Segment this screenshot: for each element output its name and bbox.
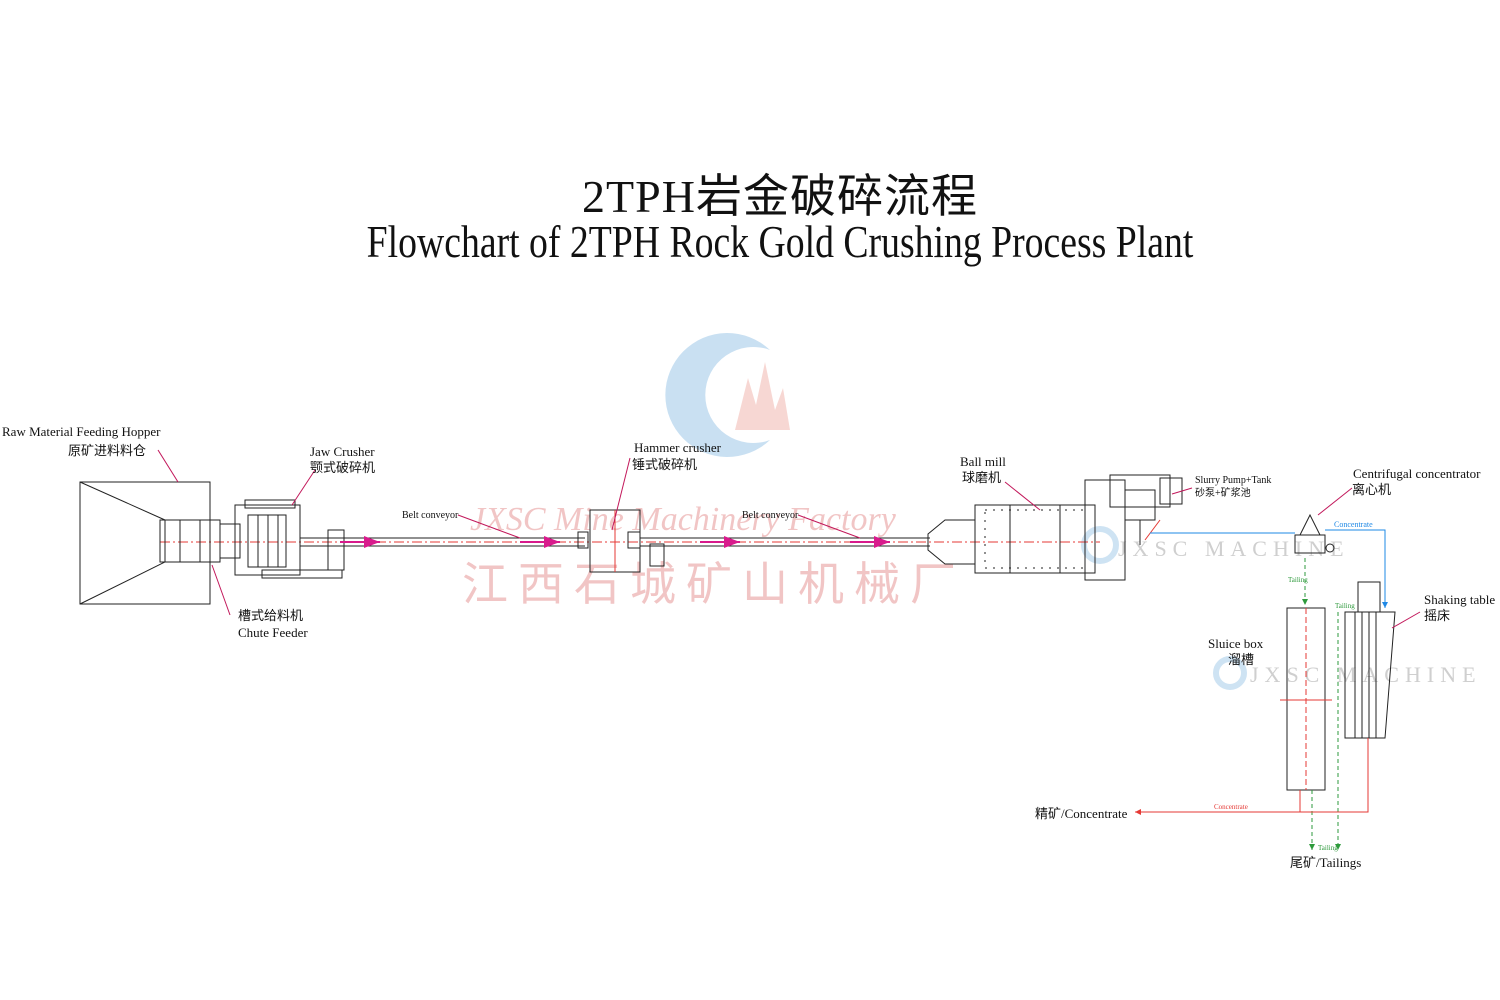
leader-lines xyxy=(157,449,1421,629)
label-sluice-box-en: Sluice box xyxy=(1208,636,1264,651)
ball-mill xyxy=(927,474,1183,581)
label-sluice-box-zh: 溜槽 xyxy=(1228,652,1254,667)
label-shaking-table-en: Shaking table xyxy=(1424,592,1495,607)
sluice-box xyxy=(1280,607,1332,791)
shaking-table xyxy=(1344,581,1396,739)
page-title-zh: 2TPH岩金破碎流程 xyxy=(582,171,978,222)
label-hammer-crusher-en: Hammer crusher xyxy=(634,440,722,455)
label-jaw-crusher-zh: 颚式破碎机 xyxy=(310,460,375,475)
label-belt-conveyor-2: Belt conveyor xyxy=(742,510,799,521)
label-chute-feeder-en: Chute Feeder xyxy=(238,625,308,640)
label-shaking-table-zh: 摇床 xyxy=(1424,608,1450,623)
label-slurry-pump-zh: 砂泵+矿浆池 xyxy=(1195,486,1251,499)
feeding-hopper xyxy=(79,481,211,605)
watermark-small-1: JXSC MACHINE xyxy=(1118,536,1350,561)
label-centrifugal: Centrifugal concentrator 离心机 xyxy=(1352,466,1481,497)
jaw-crusher xyxy=(234,499,345,579)
label-jaw-crusher: Jaw Crusher 颚式破碎机 xyxy=(310,444,375,475)
concentrate-flow-bottom xyxy=(1135,738,1369,815)
label-hopper: Raw Material Feeding Hopper 原矿进料料仓 xyxy=(2,424,161,458)
label-hammer-crusher-zh: 锤式破碎机 xyxy=(632,457,697,472)
label-sluice-box: Sluice box 溜槽 xyxy=(1208,636,1264,667)
label-ball-mill-zh: 球磨机 xyxy=(962,470,1001,485)
chute-feeder xyxy=(159,519,241,563)
label-concentrate-bottom: Concentrate xyxy=(1214,803,1248,811)
label-hammer-crusher: Hammer crusher 锤式破碎机 xyxy=(632,440,722,472)
label-jaw-crusher-en: Jaw Crusher xyxy=(310,444,375,459)
label-hopper-zh: 原矿进料料仓 xyxy=(68,443,146,458)
label-shaking-table: Shaking table 摇床 xyxy=(1424,592,1495,623)
label-chute-feeder: 槽式给料机 Chute Feeder xyxy=(238,608,308,640)
label-belt-conveyor-1: Belt conveyor xyxy=(402,510,459,521)
concentrate-flow-top xyxy=(1325,529,1388,608)
label-hopper-en: Raw Material Feeding Hopper xyxy=(2,424,161,439)
label-tailing-3: Tailing xyxy=(1318,844,1338,852)
label-ball-mill-en: Ball mill xyxy=(960,454,1006,469)
label-centrifugal-zh: 离心机 xyxy=(1352,482,1391,497)
page-title-en: Flowchart of 2TPH Rock Gold Crushing Pro… xyxy=(366,216,1194,267)
watermark-en: JXSC Mine Machinery Factory xyxy=(470,501,897,538)
centrifugal-concentrator xyxy=(1294,513,1335,554)
label-tailing-1: Tailing xyxy=(1288,576,1308,584)
output-concentrate: 精矿/Concentrate xyxy=(1035,806,1128,821)
label-chute-feeder-zh: 槽式给料机 xyxy=(238,608,303,623)
watermark-small-2: JXSC MACHINE xyxy=(1250,662,1482,687)
output-tailings: 尾矿/Tailings xyxy=(1290,855,1361,870)
label-slurry-pump-en: Slurry Pump+Tank xyxy=(1195,475,1271,486)
watermark-zh: 江西石城矿山机械厂 xyxy=(462,559,966,610)
slurry-pump xyxy=(1124,489,1161,545)
label-ball-mill: Ball mill 球磨机 xyxy=(960,454,1006,485)
belt-conveyor-1 xyxy=(300,537,585,547)
hammer-crusher xyxy=(577,509,665,573)
label-centrifugal-en: Centrifugal concentrator xyxy=(1353,466,1481,481)
watermark-small-1-icon xyxy=(1081,526,1119,564)
label-concentrate-top: Concentrate xyxy=(1334,520,1373,529)
label-slurry-pump: Slurry Pump+Tank 砂泵+矿浆池 xyxy=(1195,475,1271,499)
watermark-small-2-icon xyxy=(1213,656,1247,690)
watermark-logo xyxy=(665,333,790,458)
label-tailing-2: Tailing xyxy=(1335,602,1355,610)
